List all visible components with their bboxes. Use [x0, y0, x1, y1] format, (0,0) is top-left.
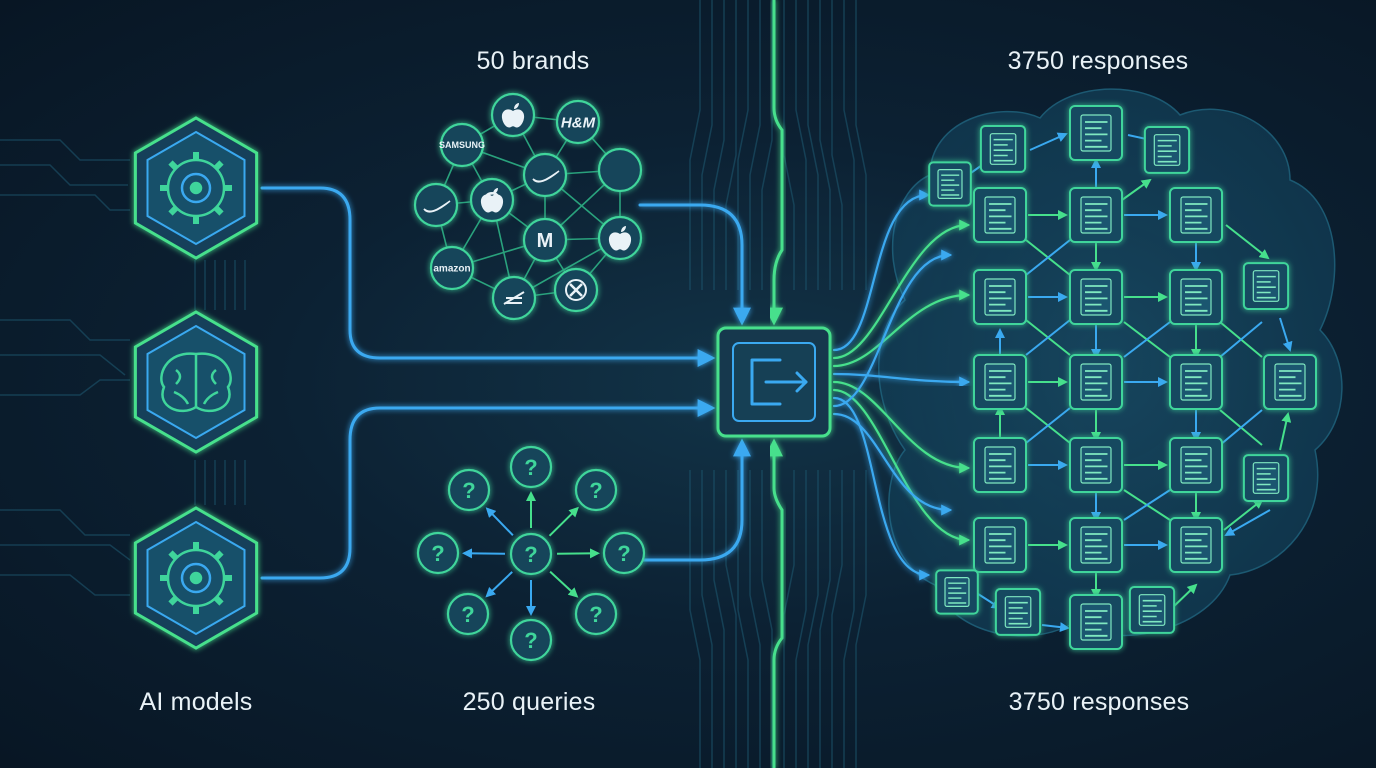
- mcdonalds-logo-icon: [522, 217, 568, 263]
- document-icon: [1069, 105, 1123, 161]
- apple-logo-icon: [597, 215, 643, 261]
- document-icon: [1069, 437, 1123, 493]
- ai-model-node: [133, 310, 259, 454]
- document-icon: [973, 437, 1027, 493]
- document-icon: [973, 354, 1027, 410]
- question-icon: ?: [446, 592, 490, 636]
- document-icon: [994, 588, 1042, 636]
- document-icon: [1169, 269, 1223, 325]
- hm-logo-text: H&M: [561, 114, 596, 131]
- brand-logo-icon: [491, 275, 537, 321]
- xbox-logo-icon: [553, 267, 599, 313]
- apple-logo-icon: [469, 177, 515, 223]
- apple-logo-icon: [490, 92, 536, 138]
- question-icon: ?: [574, 592, 618, 636]
- models-label: AI models: [139, 688, 253, 716]
- responses-bottom-label: 3750 responses: [1008, 688, 1190, 716]
- document-icon: [1143, 126, 1191, 174]
- svg-text:?: ?: [462, 478, 475, 503]
- document-icon: [1128, 586, 1176, 634]
- document-icon: [1069, 354, 1123, 410]
- document-icon: [1169, 437, 1223, 493]
- document-icon: [1242, 262, 1290, 311]
- background-circuit-traces: [0, 0, 867, 768]
- question-icon: ?: [509, 618, 553, 662]
- queries-network: ?????????: [416, 445, 646, 662]
- svg-text:?: ?: [431, 541, 444, 566]
- nike-logo-icon: [413, 182, 459, 228]
- export-arrow-icon: [750, 358, 808, 406]
- responses-top-label: 3750 responses: [1007, 47, 1189, 75]
- samsung-logo-text: SAMSUNG: [439, 140, 485, 150]
- gear-brain-icon: [160, 542, 232, 614]
- document-icon: [1169, 187, 1223, 243]
- brands-label: 50 brands: [476, 47, 590, 75]
- amazon-logo-icon: [429, 245, 475, 291]
- question-icon: ?: [509, 445, 553, 489]
- flow-connectors: [260, 0, 971, 768]
- amazon-logo-text: amazon: [433, 264, 470, 275]
- ai-model-node: [133, 116, 259, 260]
- google-logo-text: G: [483, 188, 500, 213]
- document-icon: [973, 517, 1027, 573]
- ai-model-node: [133, 506, 259, 650]
- ai-models-group: [133, 116, 259, 650]
- nike-logo-icon: [522, 152, 568, 198]
- svg-text:?: ?: [461, 602, 474, 627]
- document-icon: [973, 269, 1027, 325]
- document-icon: [935, 569, 979, 615]
- question-icon: ?: [602, 531, 646, 575]
- document-icon: [1242, 454, 1290, 503]
- document-icon: [1169, 354, 1223, 410]
- samsung-logo-icon: [439, 122, 485, 168]
- gear-chip-icon: [160, 152, 232, 224]
- google-logo-icon: [597, 147, 643, 193]
- document-icon: [1069, 187, 1123, 243]
- brain-icon: [160, 352, 232, 413]
- svg-text:?: ?: [524, 628, 537, 653]
- document-icon: [1069, 517, 1123, 573]
- svg-text:?: ?: [524, 455, 537, 480]
- responses-grid: [928, 105, 1317, 650]
- brands-network: SAMSUNG H&M amazon G M: [413, 92, 643, 321]
- question-icon: ?: [416, 531, 460, 575]
- mcdonalds-logo-text: M: [537, 230, 554, 252]
- document-icon: [1169, 517, 1223, 573]
- queries-label: 250 queries: [462, 688, 596, 716]
- document-icon: [1069, 594, 1123, 650]
- question-icon: ?: [574, 468, 618, 512]
- question-icon: ?: [509, 532, 553, 576]
- document-icon: [1263, 354, 1317, 410]
- document-icon: [979, 125, 1027, 173]
- hm-logo-icon: [555, 99, 601, 145]
- document-icon: [1069, 269, 1123, 325]
- svg-text:?: ?: [617, 541, 630, 566]
- document-icon: [973, 187, 1027, 243]
- question-icon: ?: [447, 468, 491, 512]
- document-icon: [928, 161, 972, 207]
- svg-text:?: ?: [589, 602, 602, 627]
- svg-text:?: ?: [589, 478, 602, 503]
- svg-text:?: ?: [524, 542, 537, 567]
